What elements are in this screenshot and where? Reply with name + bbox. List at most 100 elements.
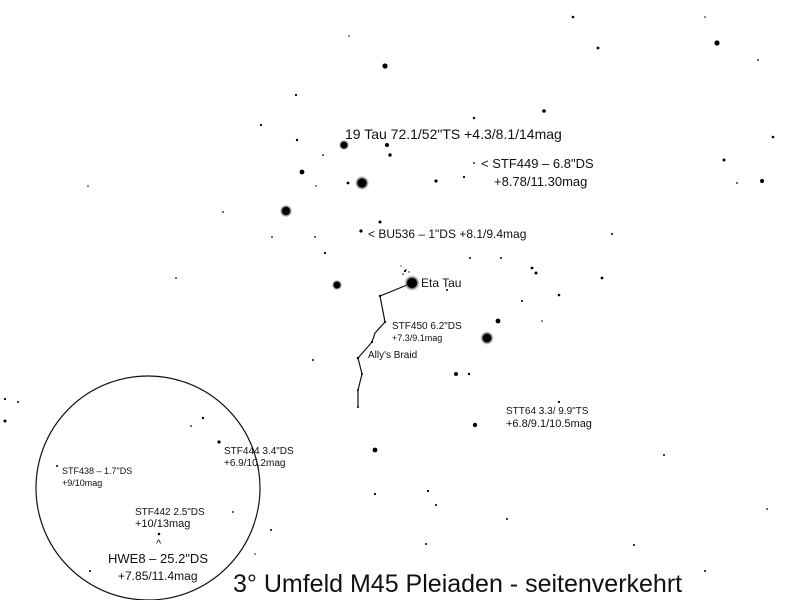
label-hwe8: HWE8 – 25.2"DS <box>108 551 208 566</box>
star <box>294 93 298 97</box>
star <box>736 182 738 184</box>
star <box>454 372 458 376</box>
label-stt64-mag: +6.8/9.1/10.5mag <box>506 418 592 430</box>
star <box>378 220 382 224</box>
star <box>472 116 476 120</box>
star <box>322 154 324 156</box>
star <box>217 440 221 444</box>
star <box>295 138 299 142</box>
star <box>611 233 613 235</box>
label-eta-tau: Eta Tau <box>421 276 461 290</box>
label-stf442: STF442 2.5"DS <box>135 507 205 518</box>
star <box>254 553 256 555</box>
star <box>201 416 205 420</box>
star <box>175 277 177 279</box>
star <box>600 276 604 280</box>
star <box>357 406 359 408</box>
star <box>434 179 438 183</box>
star <box>282 207 290 215</box>
star <box>157 532 161 536</box>
star <box>506 518 508 520</box>
star <box>56 465 58 467</box>
star <box>557 293 561 297</box>
star <box>17 401 19 403</box>
star <box>357 389 359 391</box>
star <box>383 320 387 324</box>
star <box>473 162 475 164</box>
star <box>402 273 404 275</box>
star <box>542 109 546 113</box>
hwe8-marker: ^ <box>156 538 162 550</box>
star <box>571 15 575 19</box>
star <box>495 318 501 324</box>
star <box>3 419 7 423</box>
chart-title: 3° Umfeld M45 Pleiaden - seitenverkehrt <box>233 570 682 598</box>
star <box>222 211 224 213</box>
star <box>388 153 392 157</box>
star <box>757 59 759 61</box>
star <box>557 400 561 404</box>
label-stf450-mag: +7.3/9.1mag <box>392 333 442 343</box>
star <box>467 372 471 376</box>
star <box>87 185 89 187</box>
label-19-tau: 19 Tau 72.1/52"TS +4.3/8.1/14mag <box>345 126 562 142</box>
star <box>373 492 377 496</box>
star <box>259 123 263 127</box>
star <box>385 143 389 147</box>
label-stf449-mag: +8.78/11.30mag <box>494 174 587 189</box>
star <box>663 454 665 456</box>
star <box>722 158 726 162</box>
star <box>271 236 273 238</box>
star <box>348 35 350 37</box>
star <box>771 135 775 139</box>
star <box>357 178 367 188</box>
star <box>315 185 317 187</box>
star <box>482 333 492 343</box>
star <box>435 504 437 506</box>
star <box>534 271 538 275</box>
star <box>633 544 635 546</box>
star <box>425 543 427 545</box>
label-stf438-mag: +9/10mag <box>62 478 102 488</box>
star <box>405 269 407 271</box>
star <box>530 266 534 270</box>
star <box>500 257 502 259</box>
star <box>340 141 348 149</box>
star <box>372 447 378 453</box>
star <box>378 294 382 298</box>
star <box>704 16 706 18</box>
star <box>299 169 305 175</box>
stars-layer <box>3 15 775 572</box>
label-hwe8-mag: +7.85/11.4mag <box>118 569 198 583</box>
label-stf442-mag: +10/13mag <box>135 518 190 530</box>
star <box>596 46 600 50</box>
star <box>270 529 272 531</box>
star <box>446 289 448 291</box>
star <box>541 320 543 322</box>
star <box>521 300 523 302</box>
star <box>408 271 410 273</box>
star <box>382 63 388 69</box>
star <box>356 356 360 360</box>
label-stt64: STT64 3.3/ 9.9"TS <box>506 406 589 417</box>
star <box>232 511 234 513</box>
star <box>400 265 402 267</box>
star <box>314 236 316 238</box>
star <box>333 281 341 289</box>
star <box>359 229 363 233</box>
star <box>714 40 720 46</box>
star <box>766 508 768 510</box>
star <box>89 570 91 572</box>
star <box>704 570 706 572</box>
label-stf438: STF438 – 1.7"DS <box>62 466 132 476</box>
star <box>346 181 350 185</box>
star <box>370 340 374 344</box>
star <box>760 179 764 183</box>
star <box>312 359 314 361</box>
label-stf444-mag: +6.9/10.2mag <box>224 458 285 469</box>
star <box>462 175 466 179</box>
star <box>323 251 327 255</box>
label-allys-braid: Ally's Braid <box>368 350 417 361</box>
